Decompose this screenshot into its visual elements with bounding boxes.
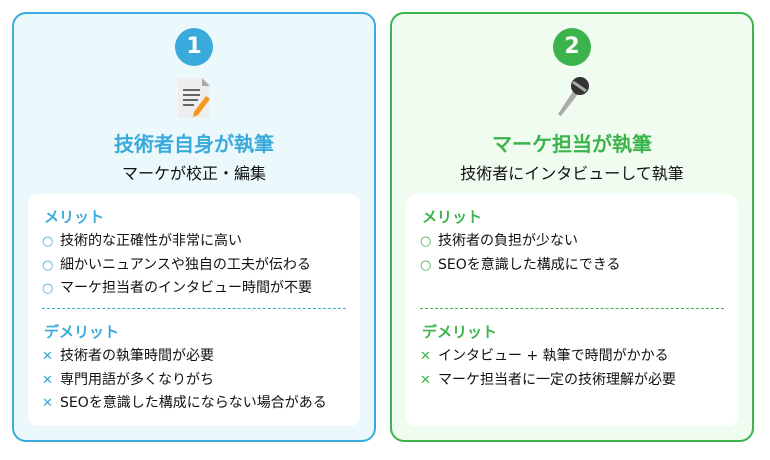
demerit-list: ✕ インタビュー + 執筆で時間がかかる ✕ マーケ担当者に一定の技術理解が必要 bbox=[420, 345, 676, 392]
cross-icon: ✕ bbox=[42, 372, 53, 388]
divider bbox=[42, 308, 346, 309]
card-subtitle: マーケが校正・編集 bbox=[121, 164, 266, 183]
step-number-badge: 2 bbox=[553, 28, 591, 66]
circle-icon: ○ bbox=[420, 257, 432, 273]
microphone-icon bbox=[558, 77, 589, 116]
merit-text: マーケ担当者のインタビュー時間が不要 bbox=[60, 280, 312, 296]
demerit-heading: デメリット bbox=[44, 323, 120, 341]
cross-icon: ✕ bbox=[42, 396, 53, 411]
list-item: ○ マーケ担当者のインタビュー時間が不要 bbox=[42, 277, 312, 301]
step-number-badge: 1 bbox=[175, 28, 213, 66]
list-item: ✕ 専門用語が多くなりがち bbox=[42, 369, 327, 393]
card-marketer-writing: 2 マーケ担当が執筆 技術者にインタビューして執筆 メリット ○ 技術者の負担が少… bbox=[390, 12, 754, 442]
list-item: ✕ SEOを意識した構成にならない場合がある bbox=[42, 392, 327, 416]
pros-cons-box: メリット ○ 技術者の負担が少ない ○ SEOを意識した構成にできる デメリット ✕… bbox=[406, 194, 738, 426]
list-item: ✕ インタビュー + 執筆で時間がかかる bbox=[420, 345, 676, 369]
circle-icon: ○ bbox=[42, 234, 54, 249]
divider bbox=[420, 308, 724, 309]
demerit-list: ✕ 技術者の執筆時間が必要 ✕ 専門用語が多くなりがち ✕ SEOを意識した構成になら… bbox=[42, 345, 327, 416]
merit-list: ○ 技術的な正確性が非常に高い ○ 細かいニュアンスや独自の工夫が伝わる ○ マーケ担… bbox=[42, 230, 312, 301]
merit-text: 技術的な正確性が非常に高い bbox=[60, 233, 242, 249]
pros-cons-box: メリット ○ 技術的な正確性が非常に高い ○ 細かいニュアンスや独自の工夫が伝わる … bbox=[28, 194, 360, 426]
document-pencil-icon bbox=[178, 78, 210, 118]
merit-heading: メリット bbox=[44, 208, 105, 226]
demerit-text: 技術者の執筆時間が必要 bbox=[60, 348, 214, 364]
demerit-text: マーケ担当者に一定の技術理解が必要 bbox=[438, 371, 676, 388]
list-item: ✕ 技術者の執筆時間が必要 bbox=[42, 345, 327, 369]
demerit-heading: デメリット bbox=[422, 323, 498, 341]
list-item: ○ SEOを意識した構成にできる bbox=[420, 254, 620, 278]
demerit-text: 専門用語が多くなりがち bbox=[60, 371, 214, 388]
demerit-text: インタビュー + 執筆で時間がかかる bbox=[438, 348, 669, 364]
list-item: ○ 細かいニュアンスや独自の工夫が伝わる bbox=[42, 254, 312, 278]
merit-text: 細かいニュアンスや独自の工夫が伝わる bbox=[60, 256, 311, 273]
merit-text: 技術者の負担が少ない bbox=[438, 233, 578, 249]
circle-icon: ○ bbox=[42, 281, 54, 296]
demerit-text: SEOを意識した構成にならない場合がある bbox=[60, 395, 327, 411]
cross-icon: ✕ bbox=[42, 349, 53, 364]
card-title: 技術者自身が執筆 bbox=[114, 132, 274, 156]
merit-heading: メリット bbox=[422, 208, 483, 226]
circle-icon: ○ bbox=[42, 257, 54, 273]
merit-text: SEOを意識した構成にできる bbox=[438, 256, 621, 273]
card-subtitle: 技術者にインタビューして執筆 bbox=[460, 164, 684, 183]
list-item: ○ 技術者の負担が少ない bbox=[420, 230, 620, 254]
cross-icon: ✕ bbox=[420, 372, 431, 388]
merit-list: ○ 技術者の負担が少ない ○ SEOを意識した構成にできる bbox=[420, 230, 620, 277]
list-item: ✕ マーケ担当者に一定の技術理解が必要 bbox=[420, 369, 676, 393]
card-title: マーケ担当が執筆 bbox=[492, 132, 652, 156]
circle-icon: ○ bbox=[420, 234, 432, 249]
list-item: ○ 技術的な正確性が非常に高い bbox=[42, 230, 312, 254]
cross-icon: ✕ bbox=[420, 349, 431, 364]
card-self-writing: 1 技術者自身が執筆 マーケが校正・編集 メリット ○ 技術的な正確性が非常に高い… bbox=[12, 12, 376, 442]
